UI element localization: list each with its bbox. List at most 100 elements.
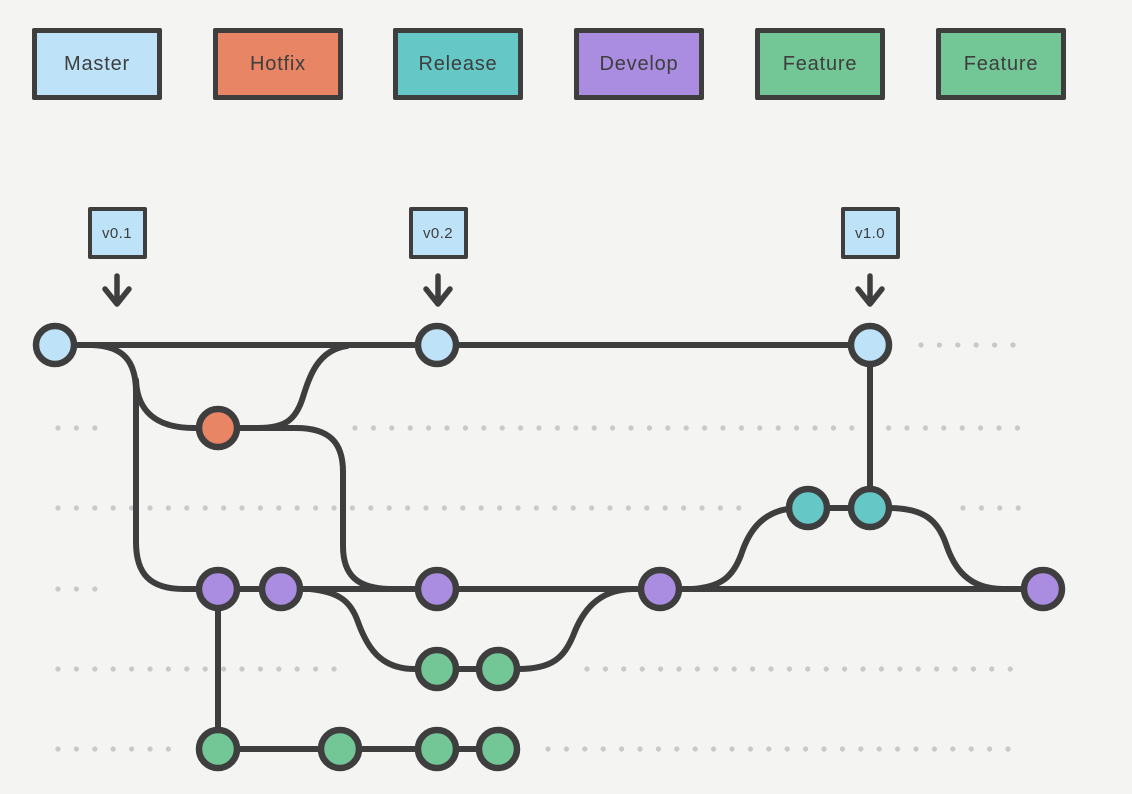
lane-dot [610,425,616,431]
tag-arrow-down-icon-v0.2 [423,273,453,307]
lane-dot [750,666,756,672]
lane-dot [794,425,800,431]
arrow-head [855,286,885,307]
lane-dot [370,425,376,431]
lane-dot [92,586,98,592]
lane-dot [658,666,664,672]
lane-dot [738,425,745,431]
lane-dot [313,666,319,672]
commit-feature-2 [475,646,521,692]
lane-dot [1005,746,1011,752]
version-tag-v1.0: v1.0 [840,207,900,259]
lane-dot [936,342,943,348]
lane-dot [55,425,61,431]
lane-dot [582,746,588,752]
lane-dot [766,746,772,752]
lane-dot [918,342,924,348]
commit-feature-5 [414,726,460,772]
lane-dot [842,666,848,672]
lane-dot [950,746,956,752]
version-tag-v0.2: v0.2 [408,207,468,259]
lane-dot [407,425,413,431]
lane-dot [803,746,809,752]
lane-dot [591,425,597,431]
edge-develop-branch-release [689,505,811,592]
commit-release-2 [847,485,893,531]
lane-dot [92,425,98,431]
dotted-lane-hotfix-2 [352,425,1021,431]
lane-dot [904,425,910,431]
lane-dot [147,746,153,752]
lane-dot [876,746,882,752]
lane-dot [702,425,708,431]
lane-dot [110,746,116,752]
lane-dot [970,666,977,672]
commit-feature-4 [317,726,363,772]
lane-dot [955,342,961,348]
legend-box-develop-3: Develop [574,28,704,100]
lane-dot [294,505,300,511]
lane-dot [600,746,606,752]
arrow-head [102,286,132,307]
lane-dot [996,425,1002,431]
legend-label: Develop [599,52,679,75]
lane-dot [839,746,846,752]
lane-dot [694,666,701,672]
legend-label: Release [418,52,498,75]
lane-dot [276,505,282,511]
lane-dot [165,746,171,752]
lane-dot [73,425,79,431]
lane-dot [931,746,938,752]
lane-dot [646,425,653,431]
commit-master-2 [414,322,460,368]
lane-dot [987,746,993,752]
lane-dot [73,586,79,592]
lane-dot [405,505,411,511]
lane-dot [644,505,650,511]
tag-arrow-down-icon-v1.0 [855,273,885,307]
lane-dot [545,746,551,752]
lane-dot [55,505,61,511]
lane-dot [536,425,542,431]
lane-dot [619,746,625,752]
lane-dot [184,666,190,672]
commit-develop-2 [258,566,304,612]
lane-dot [821,746,827,752]
lane-dot [257,505,263,511]
lane-dot [129,505,135,511]
lane-dot [1010,342,1016,348]
lane-dot [978,505,985,511]
lane-dot [331,666,337,672]
lane-dot [554,425,561,431]
dotted-lane-master-0 [918,342,1016,348]
commit-master-1 [32,322,78,368]
lane-dot [573,425,579,431]
lane-dot [129,666,135,672]
lane-dot [768,666,774,672]
lane-dot [895,746,901,752]
lane-dot [294,666,300,672]
legend-label: Master [64,52,130,75]
lane-dot [73,505,79,511]
lane-dot [729,746,735,752]
lane-dot [497,505,503,511]
lane-dot [55,586,61,592]
lane-dot [589,505,595,511]
commit-release-1 [785,485,831,531]
lane-dot [683,425,689,431]
lane-dot [602,666,609,672]
version-tag-label: v0.2 [423,224,453,242]
lane-dot [625,505,632,511]
lane-dot [352,425,358,431]
lane-dot [92,505,98,511]
lane-dot [1015,505,1021,511]
lane-dot [202,666,208,672]
lane-dot [607,505,613,511]
lane-dot [747,746,754,752]
lane-dot [665,425,671,431]
lane-dot [147,505,153,511]
lane-dot [386,505,392,511]
legend-box-feature-5: Feature [936,28,1066,100]
